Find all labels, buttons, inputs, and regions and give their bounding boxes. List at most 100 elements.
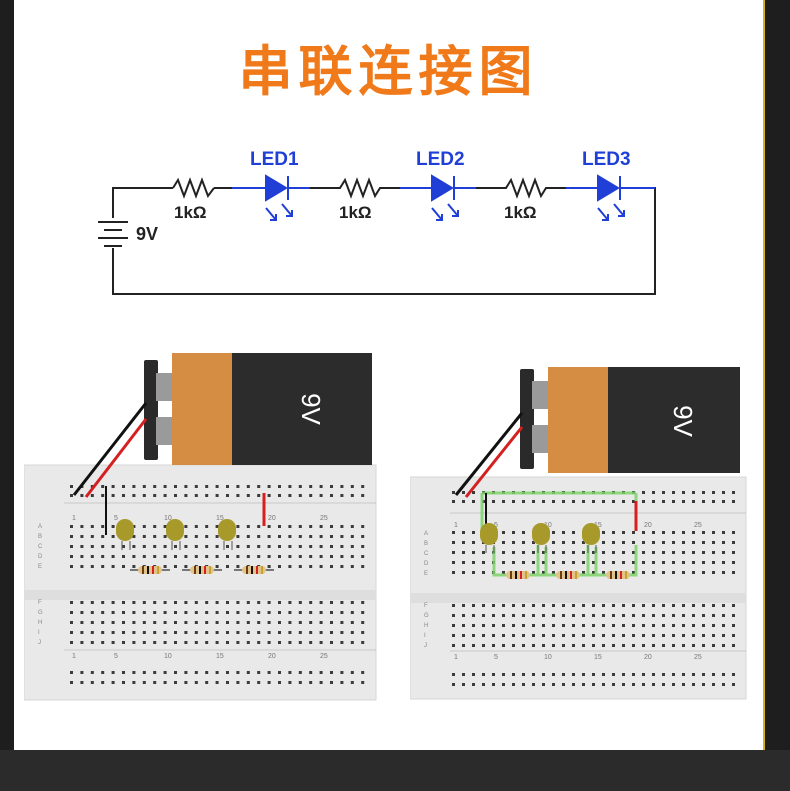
- breadboard-hole: [542, 624, 545, 627]
- breadboard-hole: [246, 671, 250, 674]
- breadboard-hole: [692, 561, 695, 564]
- breadboard-hole: [111, 565, 115, 568]
- row-letter: E: [38, 564, 42, 570]
- breadboard-hole: [350, 545, 354, 548]
- breadboard-hole: [330, 535, 333, 538]
- breadboard-hole: [184, 485, 188, 488]
- column-number: 25: [694, 654, 702, 661]
- breadboard-hole: [215, 621, 219, 624]
- breadboard-hole: [257, 555, 261, 558]
- breadboard-hole: [267, 641, 271, 644]
- breadboard-hole: [132, 494, 136, 497]
- breadboard-hole: [452, 551, 455, 554]
- breadboard-hole: [702, 683, 705, 686]
- breadboard-hole: [562, 614, 565, 617]
- breadboard-hole: [462, 561, 465, 564]
- breadboard-hole: [257, 485, 261, 488]
- breadboard-hole: [309, 494, 313, 497]
- breadboard-hole: [642, 531, 645, 534]
- breadboard-hole: [622, 541, 625, 544]
- breadboard-hole: [163, 621, 167, 624]
- breadboard-hole: [672, 683, 675, 686]
- battery-label: 9V: [296, 393, 326, 425]
- breadboard-hole: [542, 604, 545, 607]
- breadboard-hole: [215, 535, 219, 538]
- breadboard-hole: [194, 525, 198, 528]
- breadboard-hole: [592, 561, 595, 564]
- breadboard-hole: [246, 611, 250, 614]
- breadboard-hole: [622, 644, 625, 647]
- breadboard-hole: [612, 683, 615, 686]
- breadboard-hole: [612, 624, 615, 627]
- breadboard-hole: [582, 624, 585, 627]
- breadboard-hole: [722, 541, 725, 544]
- breadboard-hole: [80, 555, 84, 558]
- breadboard-hole: [532, 541, 535, 544]
- breadboard-hole: [309, 485, 313, 488]
- breadboard-hole: [732, 491, 735, 494]
- led-symbol: [566, 174, 655, 221]
- led-component: [218, 519, 236, 550]
- breadboard-hole: [80, 641, 84, 644]
- column-number: 25: [320, 653, 328, 660]
- breadboard-hole: [572, 541, 575, 544]
- breadboard-hole: [257, 611, 261, 614]
- breadboard-hole: [319, 611, 323, 614]
- breadboard-hole: [111, 671, 115, 674]
- row-letter: I: [424, 633, 426, 639]
- breadboard-hole: [309, 555, 313, 558]
- breadboard-hole: [582, 551, 585, 554]
- breadboard-hole: [122, 545, 125, 548]
- breadboard-hole: [80, 494, 84, 497]
- breadboard-hole: [174, 485, 177, 488]
- breadboard-hole: [267, 565, 271, 568]
- breadboard-hole: [592, 644, 595, 647]
- breadboard-hole: [194, 611, 198, 614]
- breadboard-hole: [309, 681, 313, 684]
- breadboard-hole: [622, 673, 625, 676]
- column-number: 20: [268, 653, 276, 660]
- breadboard-hole: [226, 641, 229, 644]
- breadboard-hole: [542, 644, 545, 647]
- breadboard-hole: [132, 641, 136, 644]
- breadboard-hole: [309, 525, 313, 528]
- breadboard-hole: [692, 644, 695, 647]
- breadboard-hole: [522, 531, 525, 534]
- breadboard-hole: [642, 644, 645, 647]
- column-number: 25: [694, 522, 702, 529]
- breadboard-hole: [330, 671, 333, 674]
- breadboard-hole: [722, 571, 725, 574]
- breadboard-hole: [722, 644, 725, 647]
- breadboard-hole: [101, 611, 105, 614]
- breadboard-hole: [226, 494, 229, 497]
- breadboard-hole: [612, 644, 615, 647]
- breadboard-hole: [184, 555, 188, 558]
- breadboard-hole: [662, 644, 665, 647]
- breadboard-hole: [111, 535, 115, 538]
- breadboard-hole: [257, 545, 261, 548]
- frame-accent-line: [763, 0, 765, 750]
- breadboard-hole: [602, 541, 605, 544]
- breadboard-hole: [111, 631, 115, 634]
- breadboard-hole: [552, 551, 555, 554]
- breadboard-hole: [642, 561, 645, 564]
- row-letter: F: [424, 603, 428, 609]
- breadboard-hole: [692, 683, 695, 686]
- breadboard-hole: [257, 681, 261, 684]
- breadboard-hole: [215, 681, 219, 684]
- breadboard-hole: [246, 485, 250, 488]
- breadboard-hole: [361, 621, 365, 624]
- breadboard-hole: [215, 565, 219, 568]
- breadboard-hole: [267, 611, 271, 614]
- breadboard-hole: [552, 683, 555, 686]
- breadboard-hole: [288, 641, 292, 644]
- breadboard-hole: [522, 683, 525, 686]
- breadboard-hole: [462, 614, 465, 617]
- breadboard-hole: [472, 644, 475, 647]
- breadboard-right-illustration: 1 5 10 15 20 25 1 5 10 15 20 25 A B C D …: [410, 367, 747, 700]
- breadboard-hole: [532, 624, 535, 627]
- breadboard-hole: [174, 545, 177, 548]
- breadboard-hole: [662, 541, 665, 544]
- breadboard-hole: [319, 601, 323, 604]
- breadboard-hole: [142, 485, 146, 488]
